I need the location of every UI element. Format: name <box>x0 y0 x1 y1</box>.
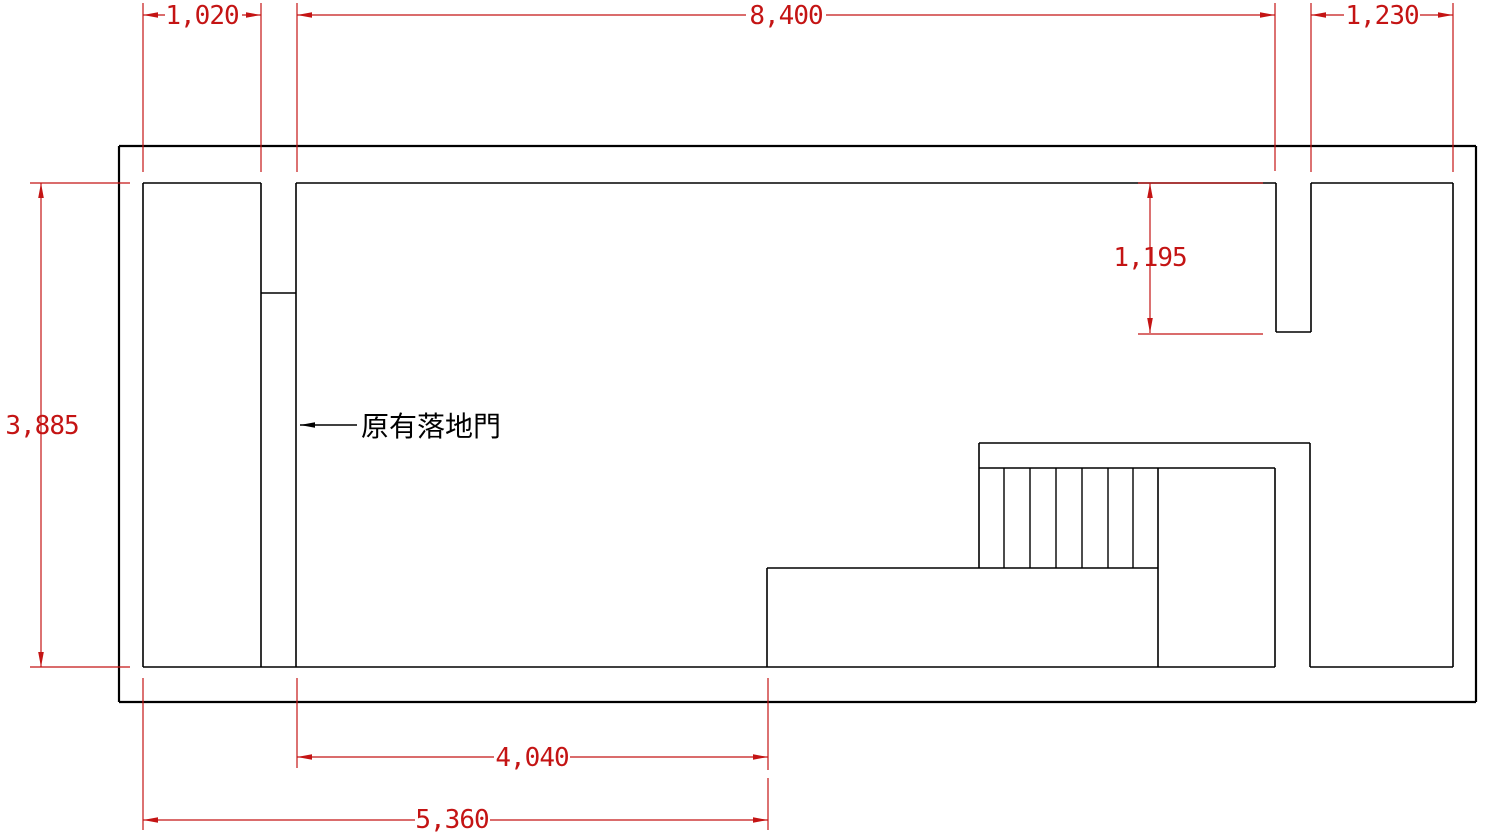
dimension-arrow-icon <box>1260 12 1275 18</box>
stairs-group <box>766 442 1311 667</box>
dimension-label: 1,230 <box>1345 1 1418 31</box>
dimension-label: 8,400 <box>749 1 822 31</box>
walls-group <box>117 144 1478 704</box>
dimension-arrow-icon <box>246 12 261 18</box>
dimension-arrow-icon <box>1311 12 1326 18</box>
dimension-arrow-icon <box>297 12 312 18</box>
dimension-arrow-icon <box>1147 183 1153 198</box>
dimension-arrow-icon <box>297 754 312 760</box>
dimension-label: 4,040 <box>495 743 568 773</box>
dimension-label: 1,020 <box>165 1 238 31</box>
dimensions-group: 1,020 8,400 1,230 3,885 1,195 4,040 5,360 <box>5 1 1454 835</box>
dimension-arrow-icon <box>1438 12 1453 18</box>
leader-arrow-icon <box>300 422 315 428</box>
dimension-label: 5,360 <box>415 805 488 835</box>
door-annotation-label: 原有落地門 <box>361 411 501 442</box>
dimension-arrow-icon <box>1147 318 1153 333</box>
leader-group: 原有落地門 <box>300 411 501 442</box>
dimension-arrow-icon <box>38 652 44 667</box>
dimension-arrow-icon <box>753 754 768 760</box>
dimension-label: 3,885 <box>5 411 78 441</box>
dimension-arrow-icon <box>38 183 44 198</box>
dimension-arrow-icon <box>753 817 768 823</box>
dimension-arrow-icon <box>143 12 158 18</box>
dimension-arrow-icon <box>143 817 158 823</box>
dimension-label: 1,195 <box>1113 243 1186 273</box>
